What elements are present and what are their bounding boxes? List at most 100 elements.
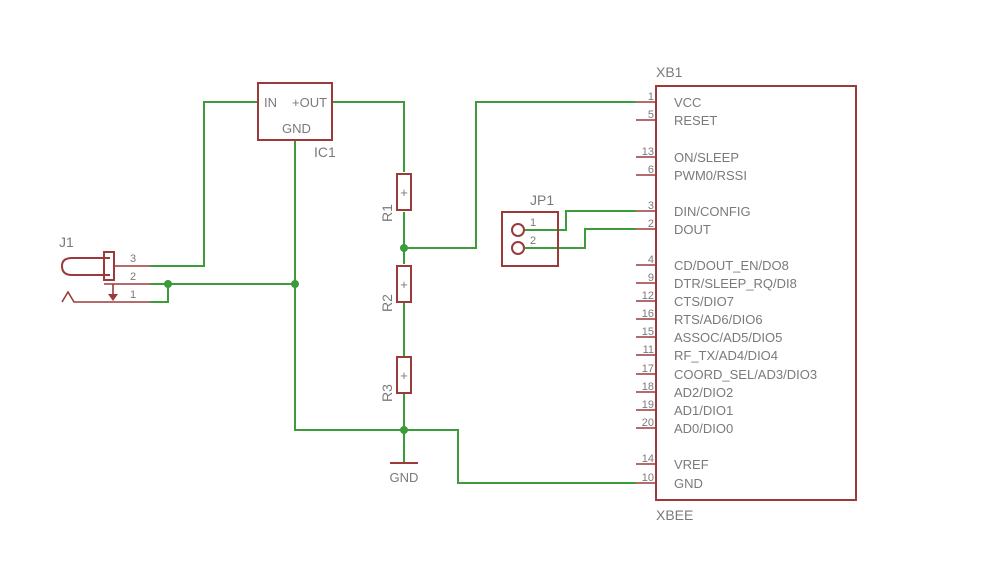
xbee-pin-number: 4 bbox=[648, 254, 654, 266]
ic1-in-label: IN bbox=[264, 95, 277, 110]
xbee-pin-2: 2 DOUT bbox=[636, 218, 711, 237]
r2-body bbox=[396, 265, 412, 303]
xbee-pin-6: 6 PWM0/RSSI bbox=[636, 164, 747, 183]
j1-pin-3-number: 3 bbox=[130, 253, 136, 265]
resistor-r3[interactable]: + R3 bbox=[379, 356, 412, 402]
jp1-pin-2-number: 2 bbox=[530, 235, 536, 247]
wire-jp1-2-to-dout bbox=[525, 228, 636, 249]
wire-j1-3-to-ic1-in bbox=[150, 101, 258, 267]
j1-sleeve bbox=[61, 290, 104, 303]
wire-jp1-1-to-din bbox=[525, 210, 636, 231]
junction-j1 bbox=[164, 280, 172, 288]
xbee-pin-label: DOUT bbox=[674, 222, 711, 237]
jumper-jp1[interactable]: JP1 1 2 bbox=[501, 192, 559, 267]
ic1-out-label: +OUT bbox=[292, 95, 327, 110]
xbee-pin-label: VCC bbox=[674, 95, 701, 110]
xbee-pin-label: ON/SLEEP bbox=[674, 150, 739, 165]
jp1-pad-2 bbox=[511, 241, 525, 255]
xbee-pin-label: DIN/CONFIG bbox=[674, 204, 751, 219]
xbee-pin-number: 15 bbox=[642, 326, 654, 338]
xbee-pin-label: RTS/AD6/DIO6 bbox=[674, 312, 763, 327]
xbee-pin-label: AD0/DIO0 bbox=[674, 421, 733, 436]
xbee-pin-16: 16 RTS/AD6/DIO6 bbox=[636, 308, 763, 327]
wire-ic1-gnd bbox=[294, 140, 404, 431]
jp1-pad-1 bbox=[511, 223, 525, 237]
xbee-pin-number: 20 bbox=[642, 417, 654, 429]
xbee-pin-number: 5 bbox=[648, 109, 654, 121]
xbee-pin-9: 9 DTR/SLEEP_RQ/DI8 bbox=[636, 272, 797, 291]
xbee-value-label: XBEE bbox=[656, 507, 693, 523]
j1-barrel bbox=[60, 257, 110, 276]
xbee-pin-number: 9 bbox=[648, 272, 654, 284]
wires bbox=[150, 101, 636, 484]
xbee-pin-label: ASSOC/AD5/DIO5 bbox=[674, 330, 782, 345]
xbee-pin-number: 16 bbox=[642, 308, 654, 320]
r3-label: R3 bbox=[379, 384, 395, 402]
r3-plus-mark: + bbox=[400, 368, 408, 383]
r1-label: R1 bbox=[379, 204, 395, 222]
wire-divider-to-vcc bbox=[404, 101, 636, 249]
xbee-pin-10: 10 GND bbox=[636, 472, 703, 491]
xbee-pin-number: 18 bbox=[642, 381, 654, 393]
wire-ic1-out-to-r1 bbox=[332, 101, 405, 172]
wire-j1-1 bbox=[150, 284, 169, 303]
xbee-pin-label: PWM0/RSSI bbox=[674, 168, 747, 183]
r3-body bbox=[396, 356, 412, 394]
xbee-name-label: XB1 bbox=[656, 64, 683, 80]
xbee-pin-number: 3 bbox=[648, 200, 654, 212]
resistor-r2[interactable]: + R2 bbox=[379, 265, 412, 312]
junction-gnd-ic1 bbox=[291, 280, 299, 288]
xbee-pin-11: 11 RF_TX/AD4/DIO4 bbox=[636, 344, 778, 363]
xbee-pin-18: 18 AD2/DIO2 bbox=[636, 381, 733, 400]
xbee-pin-number: 11 bbox=[643, 344, 654, 356]
xbee-pin-label: AD2/DIO2 bbox=[674, 385, 733, 400]
connector-j1[interactable]: J1 3 2 1 bbox=[59, 234, 150, 303]
xbee-pin-label: RESET bbox=[674, 113, 717, 128]
xbee-body bbox=[655, 85, 857, 501]
xbee-pin-number: 13 bbox=[642, 146, 654, 158]
ic1-body bbox=[257, 82, 333, 141]
j1-pin-2-number: 2 bbox=[130, 271, 136, 283]
xbee-pin-13: 13 ON/SLEEP bbox=[636, 146, 739, 165]
xbee-pin-number: 17 bbox=[642, 363, 654, 375]
jp1-body bbox=[501, 211, 559, 267]
r2-plus-mark: + bbox=[400, 277, 408, 292]
xbee-pin-label: COORD_SEL/AD3/DIO3 bbox=[674, 367, 817, 382]
junction-gnd-bus bbox=[400, 426, 408, 434]
xbee-pin-number: 14 bbox=[642, 453, 654, 465]
xbee-pin-5: 5 RESET bbox=[636, 109, 717, 128]
xbee-pin-label: RF_TX/AD4/DIO4 bbox=[674, 348, 778, 363]
ground-symbol: GND bbox=[390, 462, 419, 485]
xbee-pin-17: 17 COORD_SEL/AD3/DIO3 bbox=[636, 363, 817, 382]
xbee-pin-12: 12 CTS/DIO7 bbox=[636, 290, 734, 309]
wire-gnd-to-xbee-gnd bbox=[404, 429, 636, 484]
xbee-pin-number: 10 bbox=[642, 472, 654, 484]
xbee-pin-3: 3 DIN/CONFIG bbox=[636, 200, 751, 219]
regulator-ic1[interactable]: IN +OUT GND IC1 bbox=[257, 82, 336, 160]
xbee-pin-14: 14 VREF bbox=[636, 453, 709, 472]
xbee-pin-number: 12 bbox=[642, 290, 654, 302]
xbee-pin-number: 2 bbox=[648, 218, 654, 230]
xbee-pin-label: GND bbox=[674, 476, 703, 491]
xbee-pin-label: VREF bbox=[674, 457, 709, 472]
j1-pin-1-number: 1 bbox=[130, 289, 136, 301]
xbee-pin-15: 15 ASSOC/AD5/DIO5 bbox=[636, 326, 782, 345]
resistor-r1[interactable]: + R1 bbox=[379, 173, 412, 222]
ground-label: GND bbox=[390, 470, 419, 485]
xbee-pin-number: 6 bbox=[648, 164, 654, 176]
xbee-pin-label: CTS/DIO7 bbox=[674, 294, 734, 309]
xbee-pin-label: AD1/DIO1 bbox=[674, 403, 733, 418]
ic1-gnd-label: GND bbox=[282, 121, 311, 136]
xbee-pin-label: DTR/SLEEP_RQ/DI8 bbox=[674, 276, 797, 291]
r1-body bbox=[396, 173, 412, 211]
jp1-label: JP1 bbox=[530, 192, 554, 208]
j1-switch-arrow bbox=[108, 294, 118, 301]
ic1-name-label: IC1 bbox=[314, 144, 336, 160]
junction-divider bbox=[400, 244, 408, 252]
